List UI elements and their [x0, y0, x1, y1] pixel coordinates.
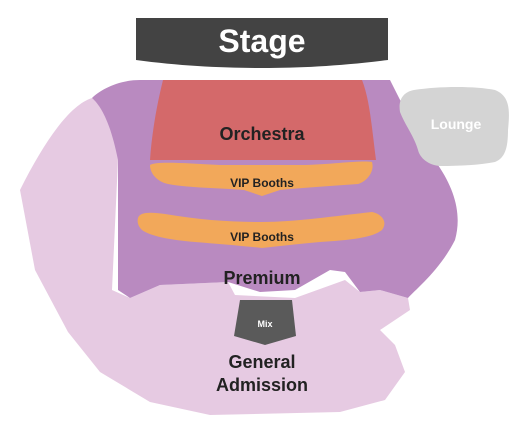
- mix-label: Mix: [257, 319, 272, 329]
- stage-label: Stage: [218, 23, 305, 59]
- general-admission-label-line2: Admission: [216, 375, 308, 395]
- section-general-admission[interactable]: [20, 88, 410, 415]
- section-orchestra[interactable]: [150, 80, 376, 160]
- section-stage[interactable]: [136, 18, 388, 68]
- vip-booths-front-label: VIP Booths: [230, 176, 294, 190]
- lounge-label: Lounge: [431, 116, 482, 132]
- vip-booths-rear-label: VIP Booths: [230, 230, 294, 244]
- general-admission-label-line1: General: [228, 352, 295, 372]
- section-vip-booths-rear[interactable]: [137, 212, 385, 248]
- section-lounge[interactable]: [399, 87, 509, 166]
- section-vip-booths-front[interactable]: [150, 161, 373, 196]
- orchestra-label: Orchestra: [219, 124, 305, 144]
- section-mix[interactable]: [234, 300, 296, 345]
- premium-label: Premium: [223, 268, 300, 288]
